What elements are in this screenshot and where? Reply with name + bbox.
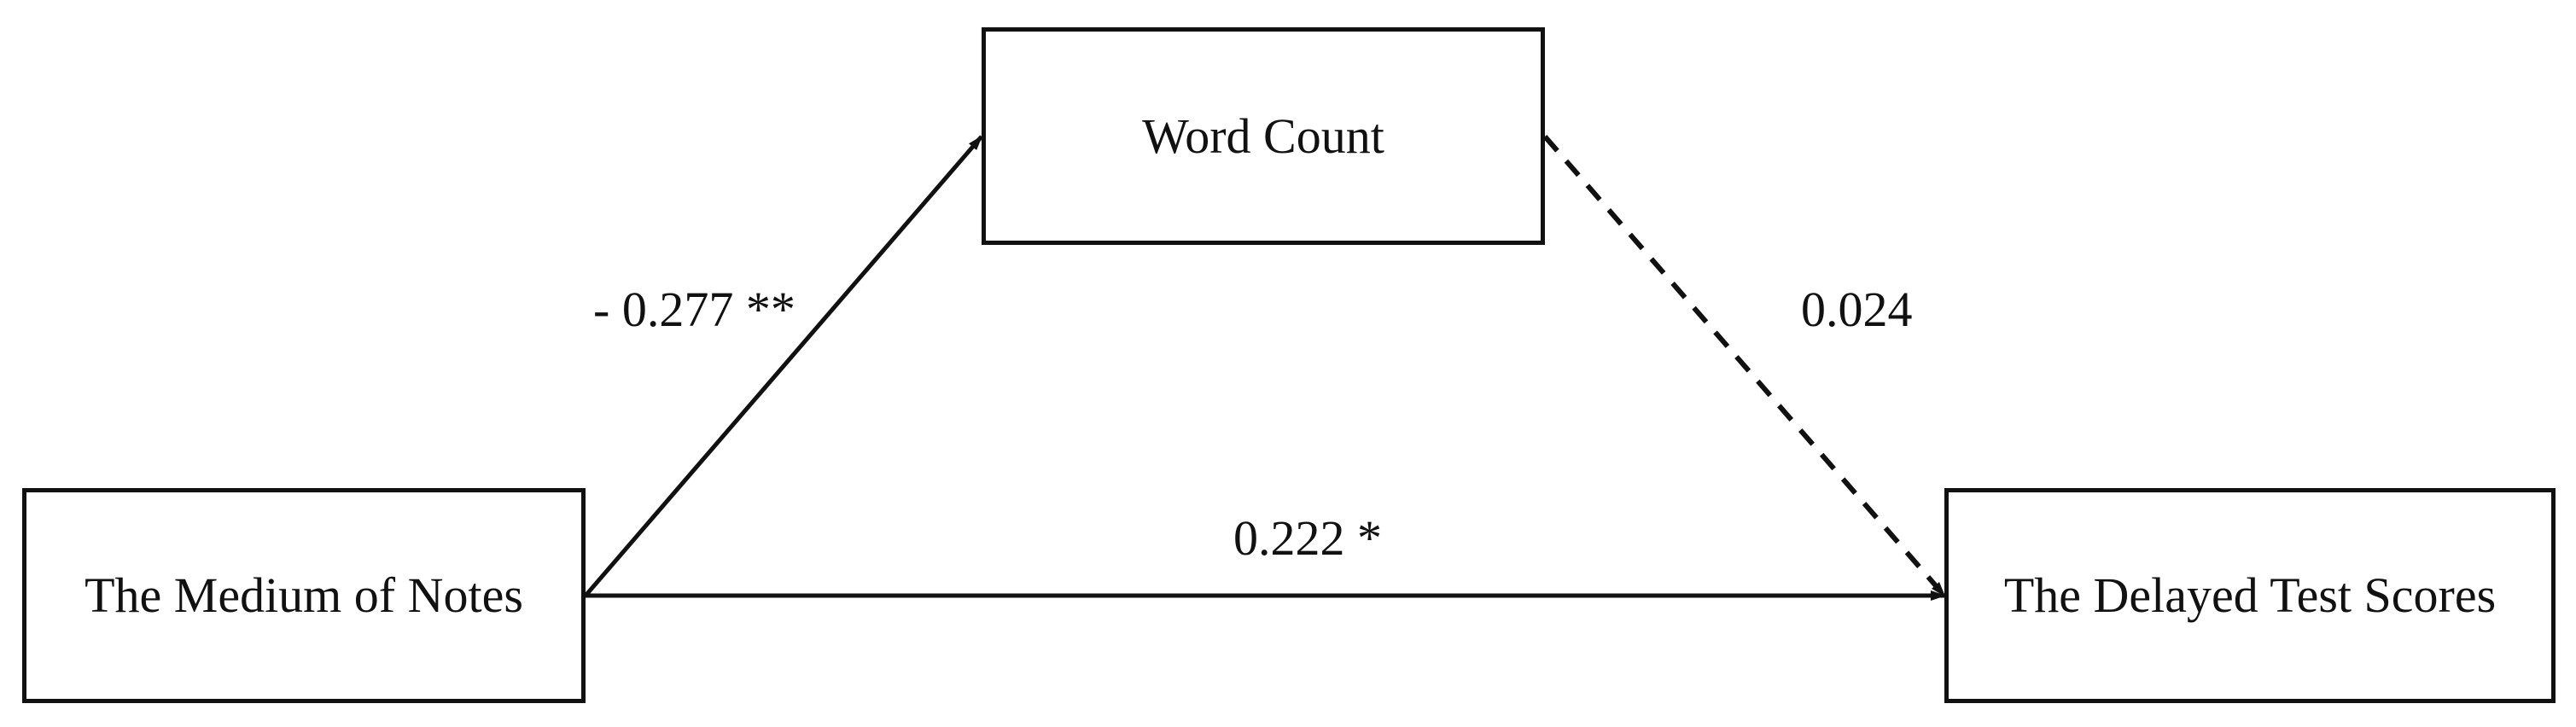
path-b-coefficient: 0.024 <box>1801 282 1913 337</box>
path-b-arrow <box>1542 135 1947 597</box>
path-a-arrow <box>584 135 983 597</box>
path-c-coefficient: 0.222 * <box>1233 510 1382 566</box>
mediator-node-label: Word Count <box>1142 108 1384 164</box>
dependent-variable-node: The Delayed Test Scores <box>1944 488 2556 703</box>
dependent-variable-label: The Delayed Test Scores <box>2003 567 2497 623</box>
independent-variable-label: The Medium of Notes <box>85 567 523 623</box>
independent-variable-node: The Medium of Notes <box>22 488 586 703</box>
path-a-coefficient: - 0.277 ** <box>593 282 796 337</box>
mediator-node: Word Count <box>982 27 1545 245</box>
